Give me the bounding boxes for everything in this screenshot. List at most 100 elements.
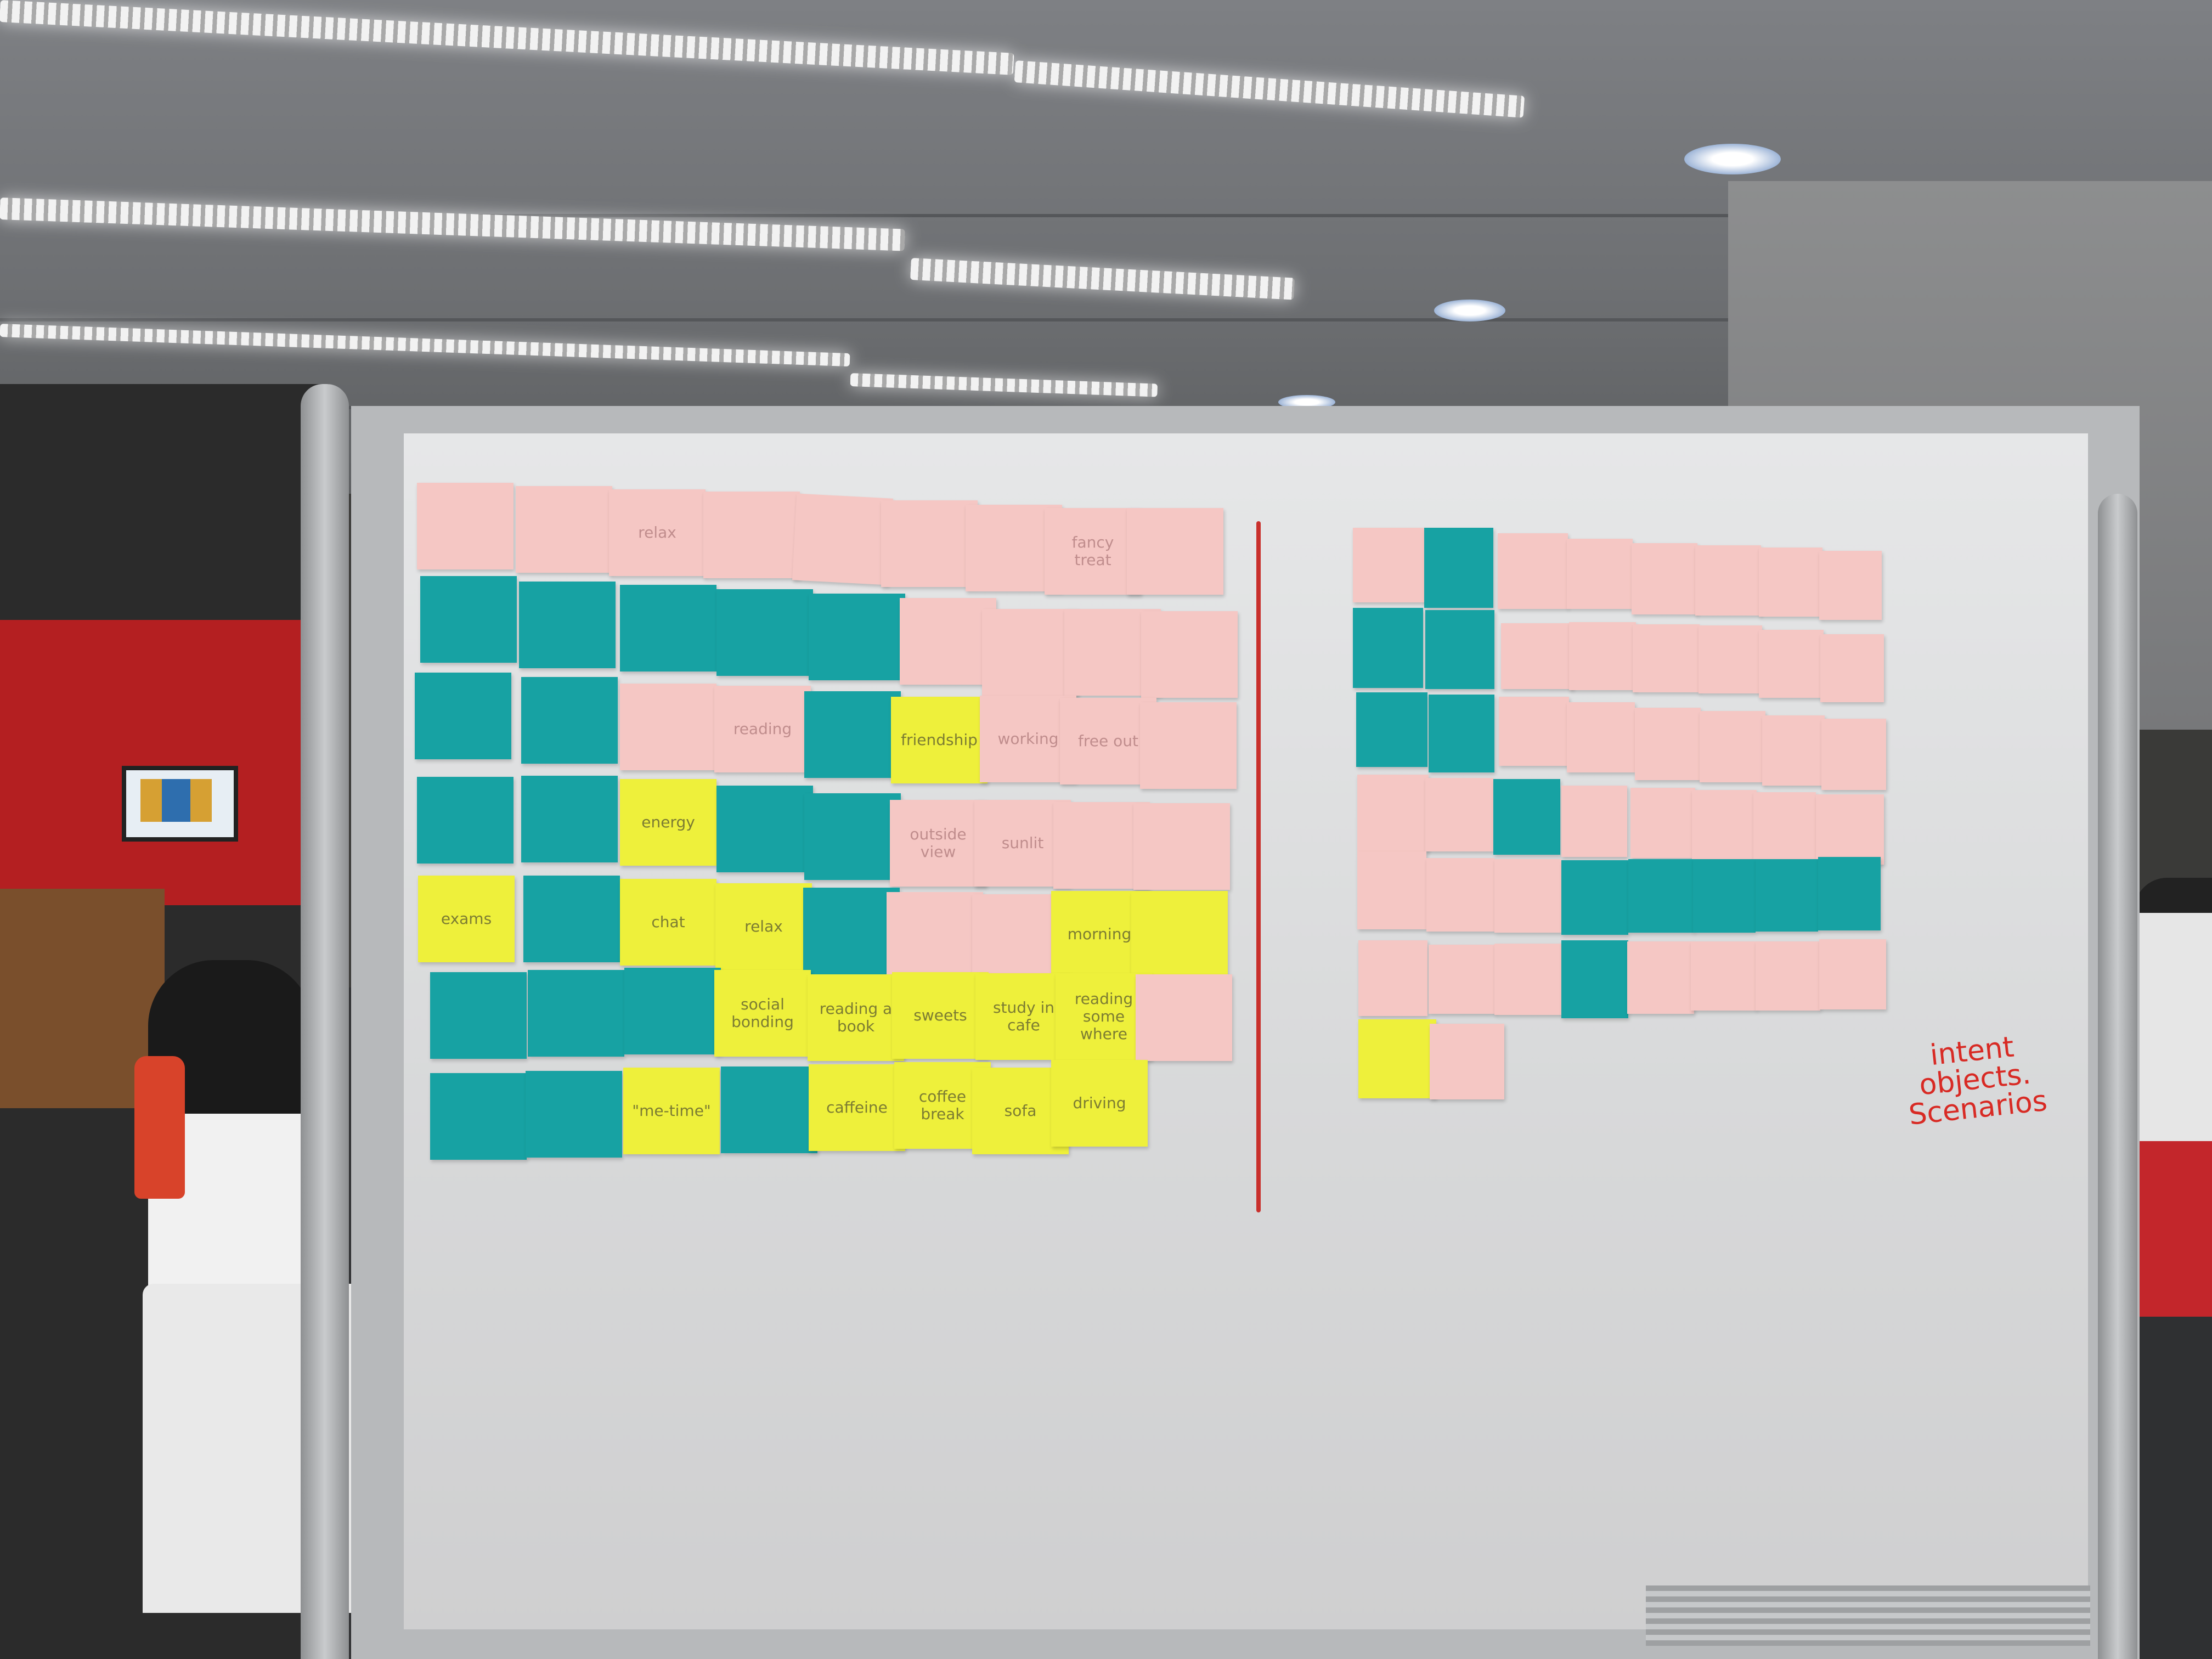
sticky-note — [1816, 794, 1884, 865]
sticky-note: caffeine — [809, 1064, 905, 1151]
sticky-note: sweets — [892, 972, 989, 1059]
sticky-note — [1693, 859, 1756, 933]
framed-picture — [122, 766, 238, 842]
sticky-note: friendship — [891, 697, 988, 783]
sticky-note — [1141, 611, 1238, 698]
sticky-note — [526, 1071, 622, 1158]
sticky-note — [900, 598, 996, 685]
sticky-note — [1633, 624, 1700, 692]
sticky-note — [521, 776, 618, 862]
sticky-note — [1700, 711, 1765, 782]
sticky-note — [1821, 719, 1886, 790]
red-wall — [0, 620, 307, 905]
sticky-note — [716, 589, 813, 676]
sticky-note: relax — [609, 489, 706, 576]
ceiling-light — [910, 258, 1295, 300]
marker-divider-line — [1256, 521, 1261, 1212]
whiteboard-tray — [1646, 1585, 2090, 1646]
sticky-note — [881, 500, 978, 587]
sticky-note — [430, 972, 527, 1059]
sticky-note — [1569, 622, 1636, 690]
sticky-note — [1498, 533, 1568, 609]
sticky-note: fancy treat — [1045, 508, 1141, 595]
sticky-note: social bonding — [714, 970, 811, 1057]
sticky-note — [1357, 775, 1429, 851]
sticky-note — [1567, 539, 1633, 609]
sticky-note: reading — [714, 686, 811, 772]
sticky-note — [415, 673, 511, 759]
sticky-note — [809, 594, 905, 680]
sticky-note: reading a book — [808, 974, 904, 1061]
sticky-note — [982, 609, 1079, 696]
sticky-note — [1759, 548, 1822, 617]
sticky-note — [420, 576, 517, 663]
sticky-note — [1692, 790, 1757, 860]
ceiling-grid-line — [0, 214, 2212, 217]
sticky-note — [1429, 945, 1496, 1014]
sticky-note — [417, 777, 514, 864]
sticky-note — [624, 968, 721, 1054]
sticky-note — [1628, 859, 1694, 933]
sticky-note — [716, 786, 813, 872]
sticky-note: outside view — [890, 800, 986, 887]
sticky-note — [1127, 508, 1223, 595]
sticky-note: exams — [418, 876, 515, 962]
handwritten-annotation: intent objects. Scenarios — [1900, 1030, 2051, 1131]
sticky-note — [792, 493, 894, 585]
sticky-note — [703, 492, 800, 578]
sticky-note: energy — [620, 779, 716, 866]
sticky-note — [1356, 692, 1427, 767]
sticky-note: "me-time" — [623, 1068, 720, 1154]
sticky-note — [1133, 803, 1230, 890]
sticky-note — [1358, 940, 1427, 1016]
sticky-note — [1425, 610, 1494, 689]
ceiling-light — [0, 198, 905, 251]
sticky-note — [521, 677, 618, 764]
sticky-note — [1699, 625, 1762, 693]
whiteboard-post-left — [301, 384, 349, 1659]
sticky-note — [1819, 939, 1886, 1009]
sticky-note — [1561, 860, 1628, 935]
sticky-note: relax — [715, 883, 812, 970]
sticky-note — [1501, 623, 1573, 689]
sticky-note — [1494, 944, 1562, 1015]
sticky-note: driving — [1051, 1060, 1148, 1147]
sticky-note — [1695, 545, 1761, 616]
sticky-note — [887, 892, 983, 979]
sticky-note — [430, 1073, 527, 1160]
ceiling-light — [0, 0, 1014, 75]
whiteboard-post-right — [2098, 494, 2137, 1659]
water-bottle — [134, 1056, 185, 1199]
sticky-note — [1753, 792, 1816, 862]
sticky-note — [721, 1066, 817, 1153]
sticky-note — [1494, 859, 1561, 933]
sticky-note — [620, 585, 716, 672]
sticky-note — [803, 888, 900, 974]
ceiling-downlight — [1434, 300, 1505, 321]
sticky-note — [1353, 608, 1423, 688]
sticky-note — [1627, 941, 1694, 1014]
ceiling-light — [850, 373, 1158, 397]
sticky-note — [1820, 634, 1884, 702]
sticky-note — [804, 691, 901, 778]
sticky-note — [1691, 941, 1757, 1011]
sticky-note — [1756, 859, 1818, 932]
sticky-note — [1136, 974, 1232, 1061]
sticky-note — [1426, 858, 1494, 932]
sticky-note — [523, 876, 620, 962]
sticky-note — [1635, 708, 1701, 780]
sticky-note — [804, 793, 901, 880]
sticky-note — [1358, 1019, 1436, 1098]
sticky-note — [1630, 788, 1695, 858]
sticky-note — [1357, 851, 1426, 929]
sticky-note — [1632, 543, 1697, 614]
sticky-note — [1424, 528, 1493, 608]
sticky-note — [620, 684, 716, 770]
sticky-note — [1818, 857, 1881, 930]
sticky-note: chat — [620, 879, 716, 966]
sticky-note — [1756, 941, 1820, 1011]
sticky-note — [519, 582, 616, 668]
sticky-note — [528, 970, 624, 1057]
sticky-note — [516, 486, 612, 573]
sticky-note — [1762, 715, 1825, 786]
